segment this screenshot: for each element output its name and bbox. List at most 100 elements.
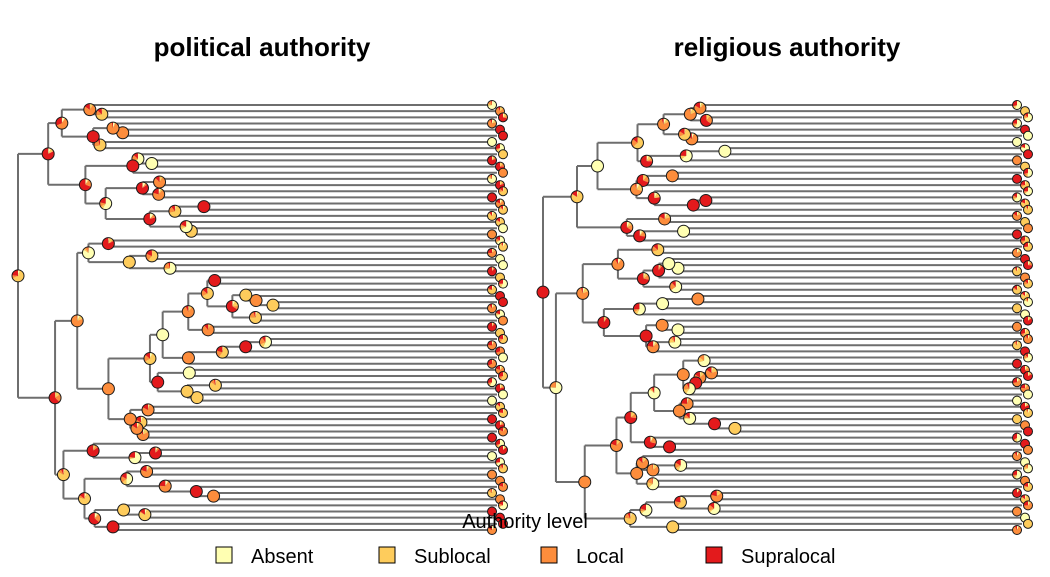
node-pie <box>1012 284 1022 295</box>
node-pie <box>643 435 657 449</box>
node-pie <box>536 285 550 299</box>
node-pie <box>1012 118 1022 129</box>
node-pie <box>498 481 508 492</box>
node-pie <box>678 127 692 141</box>
node-pie <box>498 223 508 234</box>
node-pie <box>126 159 140 173</box>
node-pie <box>679 149 693 163</box>
tree-religious <box>536 100 1033 535</box>
node-pie <box>498 518 508 529</box>
node-pie <box>258 335 272 349</box>
node-pie <box>498 407 508 418</box>
node-pie <box>498 315 508 326</box>
legend-swatch-supralocal <box>705 546 723 564</box>
node-pie <box>1012 395 1022 406</box>
node-pie <box>487 414 497 425</box>
node-pie <box>639 329 653 343</box>
node-pie <box>86 130 100 144</box>
node-pie <box>1012 488 1022 499</box>
legend-label-absent: Absent <box>251 546 314 568</box>
node-pie <box>190 391 204 405</box>
node-pie <box>668 335 682 349</box>
node-pie <box>691 292 705 306</box>
node-pie <box>630 136 644 150</box>
node-pie <box>646 463 660 477</box>
node-pie <box>128 451 142 465</box>
node-pie <box>498 371 508 382</box>
node-pie <box>101 382 115 396</box>
node-pie <box>663 440 677 454</box>
panel-title-religious: religious authority <box>674 32 901 62</box>
node-pie <box>1023 444 1033 455</box>
node-pie <box>498 334 508 345</box>
node-pie <box>201 323 215 337</box>
node-pie <box>666 520 680 534</box>
node-pie <box>658 212 672 226</box>
node-pie <box>249 294 263 308</box>
node-pie <box>152 187 166 201</box>
legend-label-sublocal: Sublocal <box>414 546 491 568</box>
node-pie <box>487 266 497 277</box>
node-pie <box>1023 112 1033 123</box>
node-pie <box>197 200 211 214</box>
node-pie <box>1023 167 1033 178</box>
node-pie <box>651 243 665 257</box>
node-pie <box>487 100 497 110</box>
node-pie <box>591 159 605 173</box>
node-pie <box>487 488 497 499</box>
node-pie <box>120 472 134 486</box>
node-pie <box>487 377 497 388</box>
legend-swatch-local <box>540 546 558 564</box>
node-pie <box>487 247 497 258</box>
node-pie <box>81 246 95 260</box>
node-pie <box>77 492 91 506</box>
node-pie <box>487 321 497 332</box>
node-pie <box>487 229 497 240</box>
node-pie <box>683 107 697 121</box>
node-pie <box>487 432 497 443</box>
node-pie <box>549 381 563 395</box>
node-pie <box>728 421 742 435</box>
node-pie <box>1012 358 1022 369</box>
node-pie <box>1012 525 1022 535</box>
legend-label-local: Local <box>576 546 624 568</box>
node-pie <box>1023 186 1033 197</box>
node-pie <box>55 116 69 130</box>
node-pie <box>1012 432 1022 443</box>
node-pie <box>611 257 625 271</box>
node-pie <box>1012 340 1022 351</box>
node-pie <box>487 155 497 166</box>
node-pie <box>99 197 113 211</box>
node-pie <box>106 520 120 534</box>
node-pie <box>1023 389 1033 400</box>
node-pie <box>570 190 584 204</box>
node-pie <box>699 113 713 127</box>
node-pie <box>180 384 194 398</box>
node-pie <box>145 157 159 171</box>
node-pie <box>181 351 195 365</box>
node-pie <box>70 314 84 328</box>
node-pie <box>655 318 669 332</box>
node-pie <box>498 130 508 141</box>
node-pie <box>1023 463 1033 474</box>
node-pie <box>1012 155 1022 166</box>
node-pie <box>487 284 497 295</box>
node-pie <box>498 260 508 271</box>
node-pie <box>633 229 647 243</box>
node-pie <box>677 224 691 238</box>
node-pie <box>1012 247 1022 258</box>
node-pie <box>487 118 497 129</box>
node-pie <box>1012 192 1022 203</box>
node-pie <box>151 375 165 389</box>
node-pie <box>248 311 262 324</box>
node-pie <box>578 475 592 489</box>
node-pie <box>181 305 195 319</box>
node-pie <box>647 191 661 205</box>
node-pie <box>140 464 154 478</box>
node-pie <box>1023 130 1033 141</box>
node-pie <box>498 278 508 289</box>
panel-title-political: political authority <box>154 32 371 62</box>
node-pie <box>1023 260 1033 271</box>
legend-swatch-absent <box>215 546 233 564</box>
node-pie <box>239 340 253 354</box>
